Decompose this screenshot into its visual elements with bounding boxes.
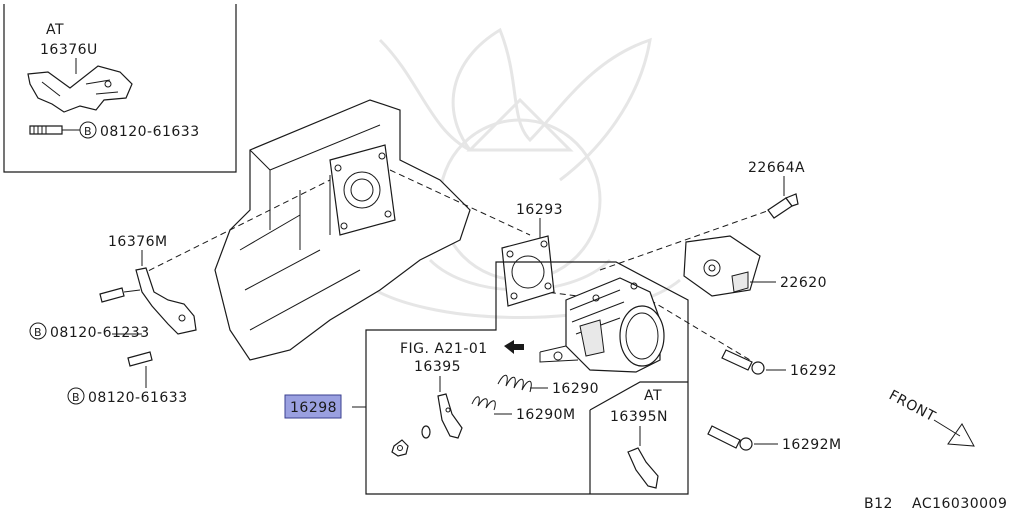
label-16292M: 16292M xyxy=(782,437,842,453)
inset-at-top: AT 16376U B 08120-61633 xyxy=(3,4,237,173)
gasket-16293 xyxy=(501,235,555,307)
inset-at-bottom-label: AT xyxy=(644,388,662,404)
label-16292: 16292 xyxy=(790,363,837,379)
highlight-16298-box xyxy=(284,394,342,419)
spring-16290M xyxy=(471,396,496,411)
bolt-icon xyxy=(127,351,153,367)
inset-at-label: AT xyxy=(46,22,64,38)
bracket-16376U xyxy=(27,65,133,113)
highlight-16298-group[interactable]: 16298 xyxy=(284,394,366,419)
label-22620: 22620 xyxy=(780,275,827,291)
svg-text:B: B xyxy=(84,125,92,138)
footer-figure-code: AC16030009 xyxy=(912,496,1007,510)
nut-icon xyxy=(391,439,409,457)
lever-16395-group: 16395 xyxy=(391,359,463,457)
fig-reference-group: FIG. A21-01 xyxy=(400,340,524,357)
bolt-icon xyxy=(99,287,125,303)
bolt-icon xyxy=(721,349,753,371)
bracket-16376M xyxy=(135,267,197,335)
sensor-22620 xyxy=(683,235,761,297)
label-bolt-08120-61633: 08120-61633 xyxy=(88,390,188,406)
label-16290M: 16290M xyxy=(516,407,576,423)
bolt-marker-circle xyxy=(79,121,97,139)
label-16376U: 16376U xyxy=(40,42,98,58)
label-bolt-08120-61233: 08120-61233 xyxy=(50,325,150,341)
label-22664A: 22664A xyxy=(748,160,805,176)
front-label: FRONT xyxy=(886,387,938,425)
sensor-22620-group: 22620 xyxy=(683,235,827,297)
bracket-16376M-group: 16376M B 08120-61233 B 08120-61633 xyxy=(29,234,197,406)
inset-at-bottom: AT 16395N xyxy=(610,388,668,489)
label-16376M: 16376M xyxy=(108,234,168,250)
svg-text:B: B xyxy=(72,391,80,404)
throttle-body xyxy=(539,277,665,373)
footer-page-code: B12 xyxy=(864,496,893,510)
intake-flange xyxy=(329,144,396,236)
bolt-16292M-group: 16292M xyxy=(707,425,842,453)
arrow-left-icon xyxy=(504,340,524,354)
washer-icon xyxy=(421,425,431,439)
throttle-body-frame xyxy=(365,261,689,495)
springs-group: 16290 16290M xyxy=(471,374,599,423)
label-16290: 16290 xyxy=(552,381,599,397)
svg-text:B: B xyxy=(34,326,42,339)
label-16395N: 16395N xyxy=(610,409,668,425)
screw-22664A-group: 22664A xyxy=(748,160,805,219)
bolt-16292-group: 16292 xyxy=(721,349,837,379)
label-fig-ref: FIG. A21-01 xyxy=(400,341,488,357)
bolt-icon xyxy=(707,425,741,449)
label-16395: 16395 xyxy=(414,359,461,375)
label-16298: 16298 xyxy=(290,400,337,416)
front-indicator: FRONT xyxy=(886,387,975,447)
lever-16395 xyxy=(437,393,463,439)
front-arrow-icon xyxy=(933,419,975,447)
engine-block xyxy=(214,99,471,361)
label-bolt-08120-61633-top: 08120-61633 xyxy=(100,124,200,140)
label-16293: 16293 xyxy=(516,202,563,218)
lever-16395N xyxy=(627,447,659,489)
spring-16290 xyxy=(497,374,532,393)
gasket-16293-group: 16293 xyxy=(501,202,563,307)
